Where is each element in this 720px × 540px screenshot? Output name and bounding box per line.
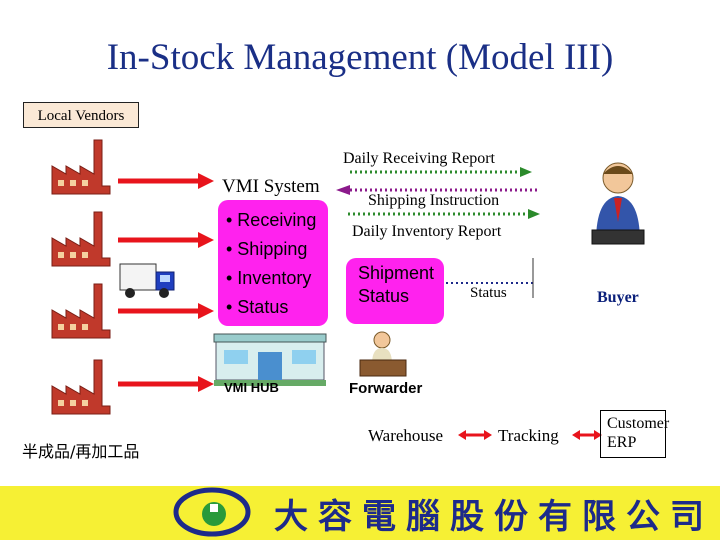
forwarder-person-icon xyxy=(359,331,407,377)
daily-receiving-report-label: Daily Receiving Report xyxy=(343,150,495,167)
vmi-item-status: • Status xyxy=(226,297,289,317)
factory-icon xyxy=(51,139,111,195)
report-lines xyxy=(336,167,540,298)
customer-label: Customer xyxy=(607,415,670,432)
buyer-person-icon xyxy=(591,162,645,245)
local-vendors-label: Local Vendors xyxy=(23,102,139,128)
factory-icon xyxy=(51,359,111,415)
daily-inventory-report-label: Daily Inventory Report xyxy=(352,223,502,240)
vmi-item-shipping: • Shipping xyxy=(226,239,308,259)
vmi-hub-label: VMI HUB xyxy=(224,380,279,395)
forwarder-label: Forwarder xyxy=(349,380,423,397)
shipping-instruction-label: Shipping Instruction xyxy=(368,192,500,209)
status-label: Status xyxy=(470,285,507,301)
vmi-system-box: • Receiving • Shipping • Inventory • Sta… xyxy=(218,200,328,326)
vmi-item-inventory: • Inventory xyxy=(226,268,312,288)
tracking-arrows xyxy=(458,430,602,440)
page-title: In-Stock Management (Model III) xyxy=(106,37,614,78)
erp-label: ERP xyxy=(607,434,637,451)
truck-icon xyxy=(119,263,175,298)
building-icon xyxy=(213,333,327,386)
tracking-label: Tracking xyxy=(498,426,559,445)
shipment-status-label: Status xyxy=(358,286,410,306)
factory-icon xyxy=(51,211,111,267)
warehouse-label: Warehouse xyxy=(368,426,444,445)
customer-erp-box xyxy=(600,410,666,458)
footer-bar xyxy=(0,486,720,540)
vmi-item-receiving: • Receiving xyxy=(226,210,317,230)
shipment-label: Shipment xyxy=(358,263,435,283)
factory-icon xyxy=(51,283,111,339)
company-name: 大容電腦股份有限公司 xyxy=(274,497,714,537)
supply-arrows xyxy=(118,173,214,392)
buyer-label: Buyer xyxy=(597,289,639,306)
vmi-system-label: VMI System xyxy=(222,176,320,197)
semi-product-label: 半成品/再加工品 xyxy=(22,442,140,461)
company-logo-icon xyxy=(173,487,251,537)
shipment-status-box: Shipment Status xyxy=(346,258,444,324)
customer-erp-label: Customer ERP xyxy=(607,414,669,452)
